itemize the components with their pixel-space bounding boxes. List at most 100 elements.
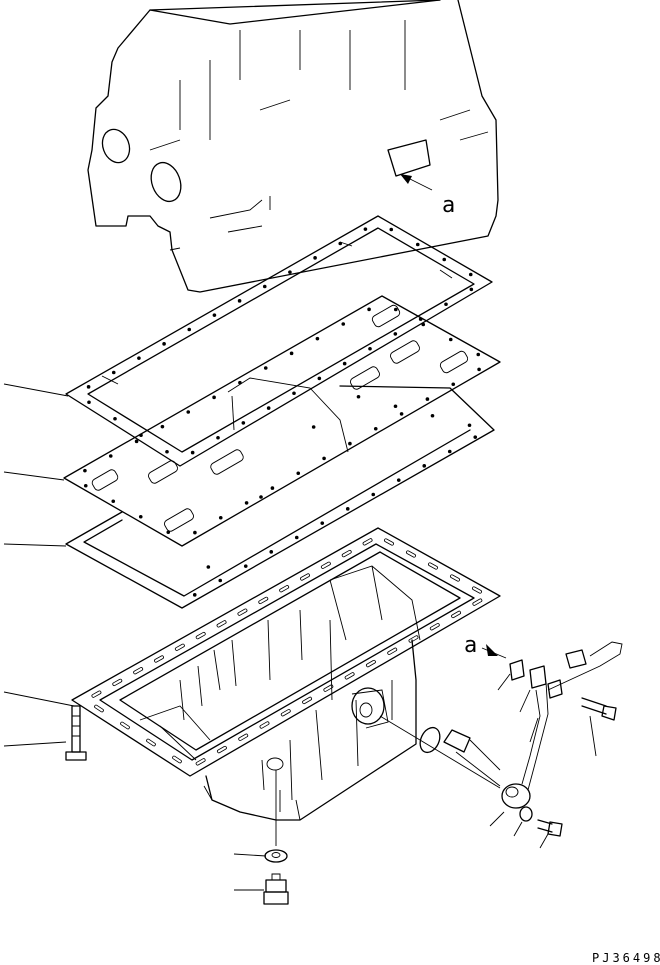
bolt-hole-icon	[288, 270, 292, 274]
sensor-clamp	[509, 659, 525, 681]
bolt-hole-icon	[373, 426, 378, 431]
callout-letter: a	[442, 193, 455, 218]
oil-level-sensor-assembly	[379, 641, 623, 809]
bolt-hole-icon	[356, 394, 361, 399]
flange-slot	[387, 647, 398, 655]
bolt-hole-icon	[270, 486, 275, 490]
flange-slot	[91, 690, 102, 698]
bolt-hole-icon	[348, 441, 352, 446]
bolt-hole-icon	[473, 435, 478, 439]
bolt-hole-icon	[415, 242, 420, 247]
baffle-plate	[63, 295, 501, 547]
bolt-hole-icon	[83, 483, 88, 488]
flange-slot	[429, 623, 440, 631]
flange-slot	[362, 538, 373, 546]
oil-pan	[71, 527, 501, 821]
flange-slot	[406, 550, 416, 558]
bolt-hole-icon	[134, 439, 139, 444]
flange-slot	[302, 696, 313, 705]
sensor-bolt-lower	[537, 819, 563, 837]
bolt-hole-icon	[294, 535, 299, 540]
bolt-hole-icon	[317, 376, 322, 381]
bolt-hole-icon	[259, 495, 263, 499]
flange-slot	[472, 586, 482, 594]
bolt-hole-icon	[243, 564, 248, 568]
bolt-hole-icon	[422, 464, 427, 468]
bolt-hole-icon	[218, 515, 223, 520]
flange-slot	[120, 721, 130, 730]
leader-lines	[3, 383, 597, 891]
flange-slot	[172, 755, 182, 764]
bolt-hole-icon	[345, 507, 350, 511]
bolt-hole-icon	[430, 413, 435, 418]
flange-slot	[365, 659, 376, 668]
drawing-number: PJ36498	[592, 951, 660, 965]
bolt-hole-icon	[342, 361, 347, 366]
bolt-hole-icon	[467, 423, 472, 428]
flange-slot	[174, 643, 185, 651]
bolt-hole-icon	[469, 287, 474, 292]
bolt-hole-icon	[244, 501, 249, 505]
bolt-hole-icon	[389, 227, 394, 232]
bolt-hole-icon	[292, 391, 296, 396]
flange-slot	[259, 721, 270, 729]
bolt-hole-icon	[320, 521, 325, 525]
bolt-hole-icon	[162, 342, 166, 346]
spacer-collar	[529, 665, 547, 689]
bolt-hole-icon	[368, 346, 372, 351]
bolt-hole-icon	[476, 352, 481, 357]
bolt-hole-icon	[442, 257, 447, 262]
bolt-hole-icon	[138, 514, 143, 519]
bolt-hole-icon	[444, 302, 448, 307]
flange-slot	[384, 538, 394, 546]
bolt-hole-icon	[322, 456, 326, 461]
flange-slot	[94, 704, 104, 713]
sensor-washer	[519, 806, 533, 822]
flange-slot	[216, 745, 227, 754]
bolt-hole-icon	[137, 356, 141, 360]
flange-slot	[146, 738, 156, 747]
bolt-hole-icon	[238, 380, 242, 385]
bolt-hole-icon	[262, 284, 267, 289]
flange-slot	[258, 596, 269, 605]
callout-letter: a	[464, 633, 477, 658]
flange-slot	[320, 561, 331, 569]
bolt-hole-icon	[425, 397, 430, 401]
bolt-hole-icon	[212, 313, 217, 317]
bolt-hole-icon	[447, 449, 452, 454]
flange-slot	[112, 678, 123, 687]
bolt-hole-icon	[111, 499, 116, 504]
callout-a-lower: a	[464, 633, 507, 659]
flange-slot	[237, 608, 248, 616]
bolt-hole-icon	[218, 578, 223, 583]
bolt-hole-icon	[468, 272, 473, 277]
bolt-hole-icon	[166, 530, 171, 535]
bolt-hole-icon	[192, 593, 197, 597]
flange-slot	[451, 610, 462, 619]
flange-slot	[280, 709, 291, 717]
bolt-hole-icon	[315, 336, 320, 341]
bolt-hole-icon	[448, 337, 453, 342]
bolt-hole-icon	[237, 299, 242, 303]
bolt-hole-icon	[338, 241, 343, 246]
bolt-hole-icon	[311, 425, 316, 429]
drain-washer	[264, 770, 288, 863]
bolt-hole-icon	[87, 400, 91, 405]
oil-pan-bolt	[65, 705, 87, 761]
flange-slot	[344, 672, 355, 680]
bolt-hole-icon	[83, 468, 87, 473]
bolt-hole-icon	[193, 530, 197, 535]
bolt-hole-icon	[111, 370, 116, 375]
bolt-hole-icon	[86, 385, 91, 389]
bolt-hole-icon	[289, 351, 294, 356]
bolt-hole-icon	[165, 449, 169, 454]
bolt-hole-icon	[421, 322, 426, 327]
bolt-hole-icon	[363, 227, 368, 231]
flange-slot	[279, 585, 290, 593]
oil-pan-gasket-upper	[65, 215, 493, 467]
bolt-hole-icon	[371, 492, 376, 497]
bolt-hole-icon	[241, 421, 246, 425]
bolt-hole-icon	[396, 478, 401, 482]
flange-slot	[341, 549, 352, 558]
